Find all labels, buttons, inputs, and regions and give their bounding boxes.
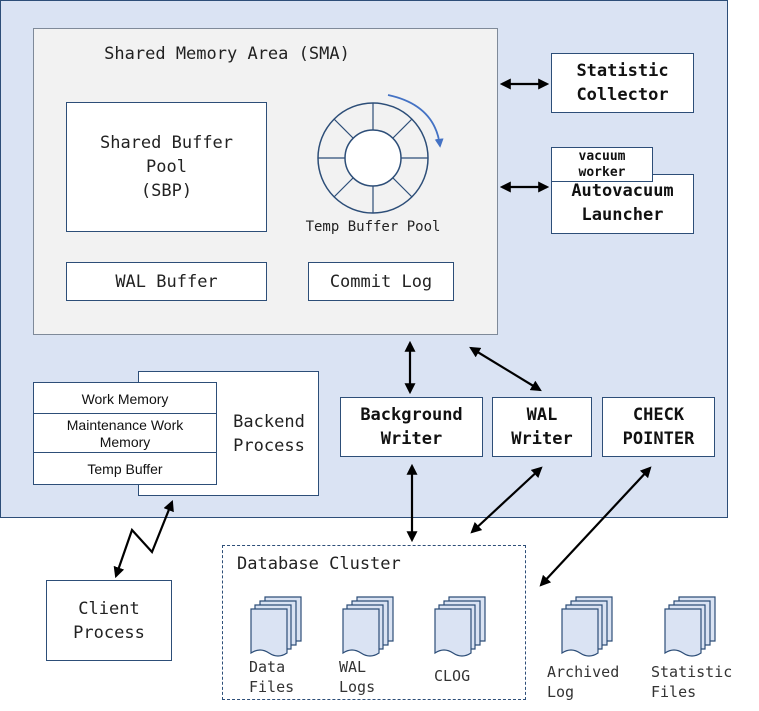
shared-buffer-pool: Shared Buffer Pool (SBP) <box>66 102 267 232</box>
background-writer-line-1: Background <box>360 405 463 425</box>
wal-writer: WAL Writer <box>492 397 592 457</box>
checkpointer-line-2: POINTER <box>622 429 695 449</box>
autovacuum-launcher: Autovacuum Launcher <box>551 174 694 234</box>
client-process: Client Process <box>46 580 172 661</box>
sbp-line-3: (SBP) <box>140 181 193 201</box>
vacuum-worker: vacuum worker <box>551 147 653 182</box>
maintenance-line-2: Memory <box>99 433 151 450</box>
clog-icon <box>434 596 486 657</box>
arrow-checkpointer-archive <box>539 466 652 587</box>
autovacuum-line-2: Launcher <box>581 205 664 225</box>
commit-log: Commit Log <box>308 262 454 301</box>
statistic-collector: Statistic Collector <box>551 53 694 113</box>
backend-process-line-2: Process <box>233 436 305 456</box>
arrow-sma-wal-writer <box>469 346 542 392</box>
statistic-files-label-2: Files <box>651 683 697 701</box>
maintenance-work-memory: Maintenance Work Memory <box>33 413 217 454</box>
wal-logs-icon <box>342 596 394 657</box>
statistic-files-icon <box>664 596 716 657</box>
checkpointer: CHECK POINTER <box>602 397 715 457</box>
wal-writer-line-1: WAL <box>526 405 558 425</box>
vacuum-worker-line-2: worker <box>578 164 626 180</box>
database-cluster-title: Database Cluster <box>237 554 401 574</box>
archived-log-label-1: Archived <box>547 663 620 681</box>
client-process-line-2: Process <box>73 622 145 643</box>
archived-log-label: Archived Log <box>547 662 619 702</box>
background-writer: Background Writer <box>340 397 483 457</box>
statistic-collector-line-1: Statistic <box>576 61 669 81</box>
wal-logs-label-2: Logs <box>339 678 376 696</box>
temp-buffer: Temp Buffer <box>33 452 217 485</box>
client-process-line-1: Client <box>78 598 140 619</box>
statistic-files-label-1: Statistic <box>651 663 733 681</box>
work-memory: Work Memory <box>33 382 217 415</box>
shared-memory-title: Shared Memory Area (SMA) <box>104 44 350 64</box>
temp-buffer-pool-label: Temp Buffer Pool <box>305 219 441 235</box>
wal-writer-line-2: Writer <box>511 429 573 449</box>
arrow-client-backend <box>113 499 174 579</box>
data-files-label-2: Files <box>249 678 295 696</box>
sbp-line-1: Shared Buffer <box>99 133 234 153</box>
data-files-label-1: Data <box>249 658 286 676</box>
arrow-wal-writer-cluster <box>470 466 543 534</box>
data-files-icon <box>250 596 302 657</box>
clog-label-1: CLOG <box>434 667 471 685</box>
maintenance-line-1: Maintenance Work <box>66 416 184 433</box>
wal-buffer: WAL Buffer <box>66 262 267 301</box>
statistic-files-label: Statistic Files <box>651 662 732 702</box>
archived-log-label-2: Log <box>547 683 575 701</box>
autovacuum-line-1: Autovacuum <box>571 181 674 201</box>
background-writer-line-2: Writer <box>380 429 443 449</box>
temp-buffer-pool-ring <box>317 94 444 214</box>
backend-process-line-1: Backend <box>233 412 305 432</box>
wal-logs-label: WAL Logs <box>339 657 375 697</box>
clog-label: CLOG <box>434 666 470 686</box>
archived-log-icon <box>561 596 613 657</box>
checkpointer-line-1: CHECK <box>632 405 685 425</box>
wal-logs-label-1: WAL <box>339 658 367 676</box>
statistic-collector-line-2: Collector <box>576 85 669 105</box>
data-files-label: Data Files <box>249 657 294 697</box>
vacuum-worker-line-1: vacuum <box>578 148 626 164</box>
sbp-line-2: Pool <box>146 157 187 177</box>
